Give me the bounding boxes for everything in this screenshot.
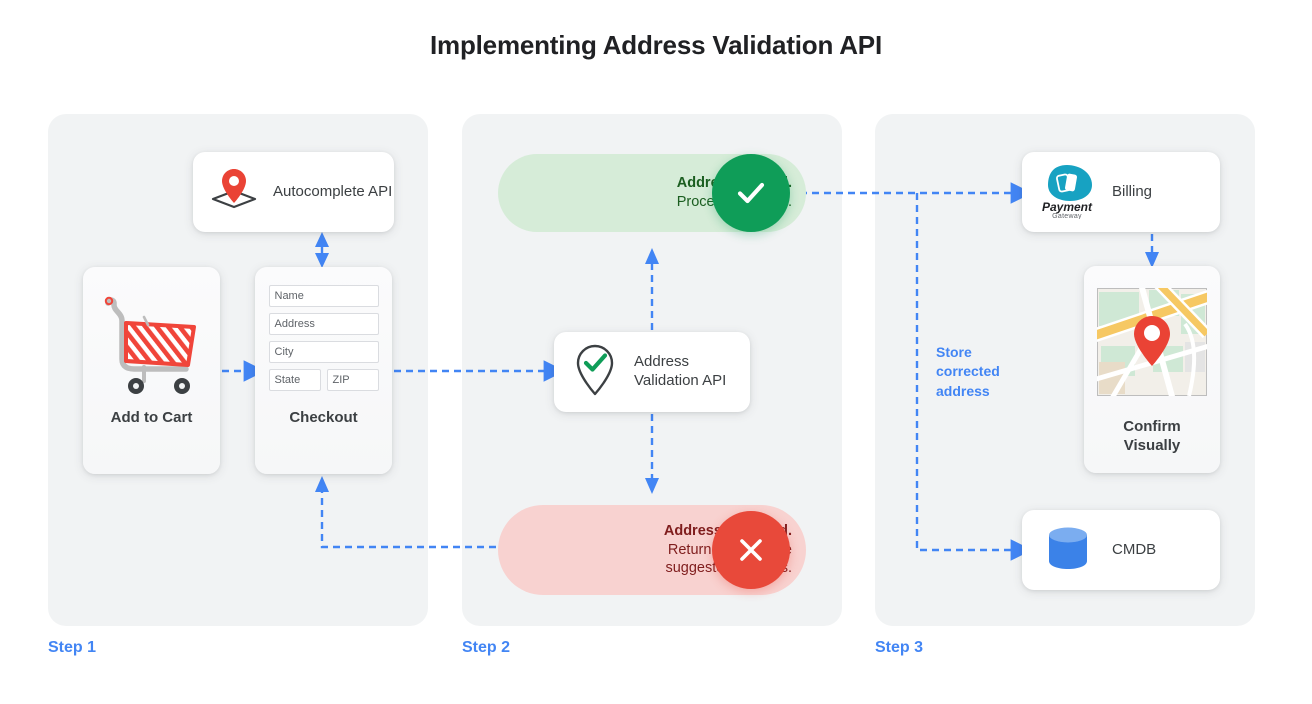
address-validation-api-label: Address Validation API: [634, 353, 727, 389]
page-title: Implementing Address Validation API: [430, 30, 882, 60]
name-field[interactable]: Name: [268, 285, 379, 307]
cmdb-label: CMDB: [1112, 540, 1157, 558]
autocomplete-api-label: Autocomplete API: [273, 182, 393, 200]
payment-gateway-icon: Payment Gateway: [1036, 161, 1098, 224]
store-note-line2: corrected: [936, 363, 1000, 380]
state-zip-row: State ZIP: [268, 369, 379, 391]
cmdb-card[interactable]: CMDB: [1022, 510, 1220, 590]
store-note-line3: address: [936, 382, 990, 399]
svg-text:Gateway: Gateway: [1052, 213, 1082, 219]
shopping-cart-icon: [100, 287, 204, 402]
checkout-card[interactable]: Name Address City State ZIP Checkout: [255, 267, 392, 474]
confirm-visually-card[interactable]: Confirm Visually: [1084, 266, 1220, 473]
pin-check-icon: [570, 342, 620, 403]
check-circle-icon: [712, 154, 790, 232]
store-note-line1: Store: [936, 344, 972, 360]
checkout-form: Name Address City State ZIP: [255, 285, 392, 391]
database-cylinder-icon: [1042, 522, 1094, 579]
step-3-label: Step 3: [875, 639, 924, 656]
store-corrected-address-note: Store corrected address: [936, 343, 1026, 401]
zip-field[interactable]: ZIP: [326, 369, 379, 391]
checkout-label: Checkout: [289, 409, 358, 426]
add-to-cart-card[interactable]: Add to Cart: [83, 267, 220, 474]
map-pin-diamond-icon: [207, 165, 261, 220]
state-field[interactable]: State: [268, 369, 321, 391]
confirm-visually-line2: Visually: [1123, 436, 1181, 454]
confirm-visually-line1: Confirm: [1123, 418, 1181, 435]
billing-label: Billing: [1112, 182, 1153, 200]
address-validation-api-card[interactable]: Address Validation API: [554, 332, 750, 412]
city-field[interactable]: City: [268, 341, 379, 363]
billing-card[interactable]: Payment Gateway Billing: [1022, 152, 1220, 232]
svg-text:Payment: Payment: [1042, 200, 1093, 214]
add-to-cart-label: Add to Cart: [110, 409, 193, 426]
map-thumbnail-icon: [1090, 277, 1214, 402]
address-field[interactable]: Address: [268, 313, 379, 335]
x-circle-icon: [712, 511, 790, 589]
confirm-visually-label: Confirm Visually: [1084, 418, 1220, 456]
autocomplete-api-card[interactable]: Autocomplete API: [193, 152, 394, 232]
step-1-label: Step 1: [48, 639, 97, 656]
step-2-label: Step 2: [462, 639, 511, 656]
